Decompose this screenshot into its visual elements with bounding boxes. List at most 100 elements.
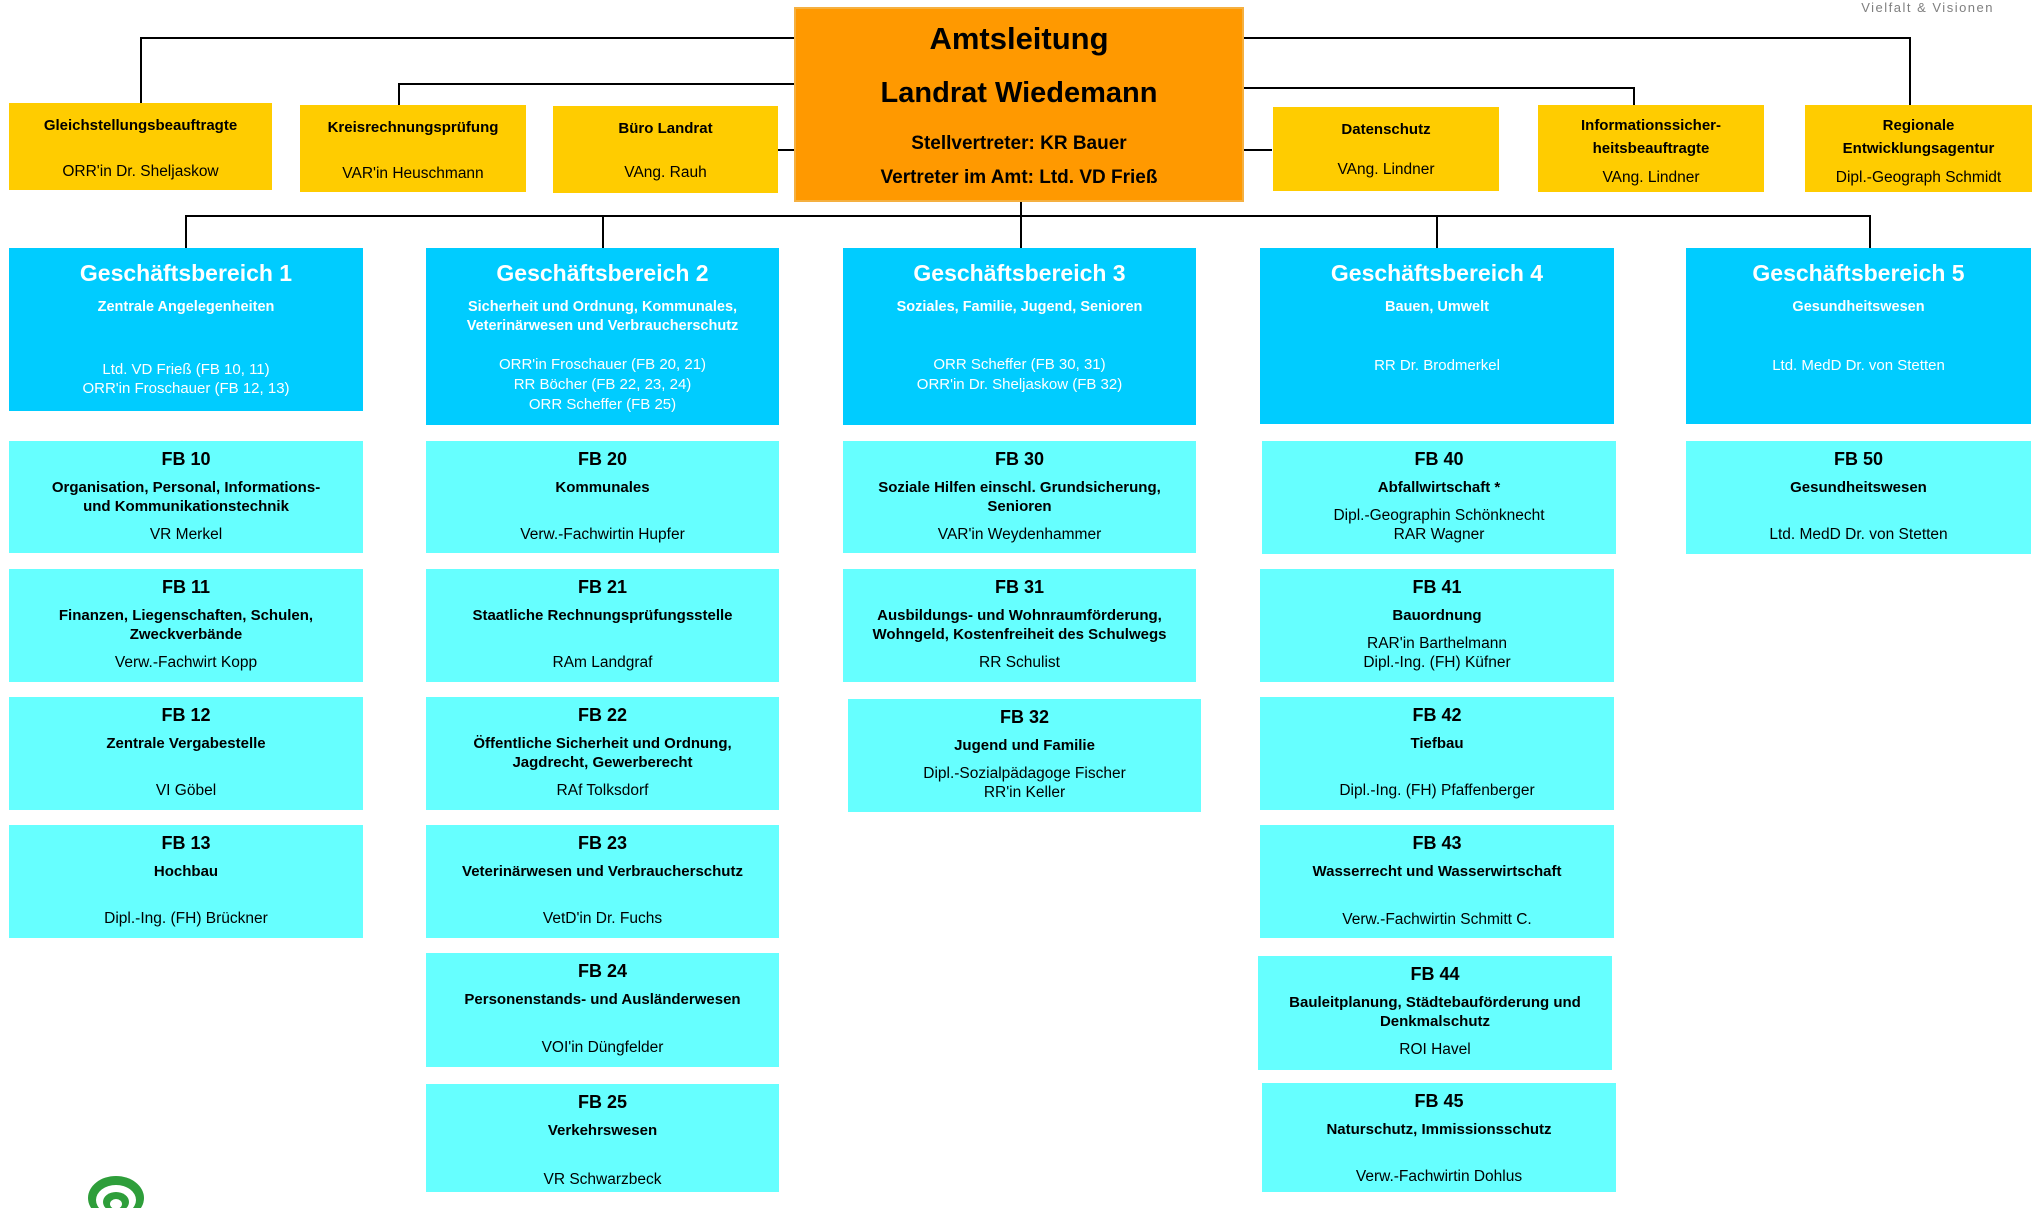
department-code: FB 30 (994, 449, 1045, 469)
department-code: FB 20 (577, 449, 628, 469)
department-name: Senioren (987, 498, 1052, 515)
department-name: Wasserrecht und Wasserwirtschaft (1312, 863, 1562, 880)
department-code: FB 42 (1412, 705, 1462, 725)
division-subtitle: Gesundheitswesen (1792, 299, 1925, 315)
department-name: Denkmalschutz (1379, 1013, 1491, 1030)
division-person: ORR'in Froschauer (FB 12, 13) (82, 380, 290, 397)
department-name: Ausbildungs- und Wohnraumförderung, (877, 607, 1162, 624)
department-name: Finanzen, Liegenschaften, Schulen, (58, 607, 314, 624)
division-person: Ltd. VD Frieß (FB 10, 11) (102, 361, 270, 378)
division-person: ORR'in Froschauer (FB 20, 21) (498, 356, 707, 373)
staff-person: VAng. Rauh (624, 164, 707, 181)
department-box-fb24: FB 24 Personenstands- und Ausländerwesen… (426, 953, 779, 1067)
department-box-fb25: FB 25 Verkehrswesen VR Schwarzbeck (426, 1084, 779, 1192)
department-name: Bauleitplanung, Städtebauförderung und (1289, 994, 1581, 1011)
department-name: Gesundheitswesen (1790, 479, 1927, 496)
department-code: FB 50 (1833, 449, 1884, 469)
division-person: RR Dr. Brodmerkel (1374, 357, 1500, 374)
staff-title: Kreisrechnungsprüfung (327, 119, 499, 136)
division-box-5: Geschäftsbereich 5 Gesundheitswesen Ltd.… (1686, 248, 2031, 424)
department-name: Bauordnung (1392, 607, 1482, 624)
head-deputy: Stellvertreter: KR Bauer (911, 133, 1127, 154)
department-person: Ltd. MedD Dr. von Stetten (1769, 526, 1948, 543)
department-person: ROI Havel (1399, 1041, 1471, 1058)
department-person: VR Schwarzbeck (543, 1171, 662, 1188)
department-person: RR Schulist (979, 654, 1060, 671)
department-box-fb11: FB 11 Finanzen, Liegenschaften, Schulen,… (9, 569, 363, 682)
department-name: Naturschutz, Immissionsschutz (1326, 1121, 1552, 1138)
department-name: Tiefbau (1410, 735, 1464, 752)
department-code: FB 21 (577, 577, 628, 597)
division-person: RR Böcher (FB 22, 23, 24) (513, 376, 692, 393)
department-code: FB 41 (1412, 577, 1462, 597)
department-box-fb23: FB 23 Veterinärwesen und Verbraucherschu… (426, 825, 779, 938)
department-code: FB 25 (577, 1092, 628, 1112)
department-person: VetD'in Dr. Fuchs (542, 910, 663, 927)
staff-box-kreisrechnungspruefung: Kreisrechnungsprüfung VAR'in Heuschmann (300, 105, 526, 192)
staff-title: Büro Landrat (618, 120, 713, 137)
department-name: Veterinärwesen und Verbraucherschutz (462, 863, 743, 880)
division-subtitle: Soziales, Familie, Jugend, Senioren (896, 299, 1143, 315)
department-code: FB 45 (1414, 1091, 1464, 1111)
logo-icon (88, 1176, 144, 1208)
department-person: Dipl.-Geographin Schönknecht (1333, 507, 1545, 524)
department-box-fb31: FB 31 Ausbildungs- und Wohnraumförderung… (843, 569, 1196, 682)
department-code: FB 12 (161, 705, 211, 725)
division-title: Geschäftsbereich 1 (79, 260, 293, 286)
department-name: Soziale Hilfen einschl. Grundsicherung, (878, 479, 1161, 496)
department-box-fb21: FB 21 Staatliche Rechnungsprüfungsstelle… (426, 569, 779, 682)
staff-box-buero-landrat: Büro Landrat VAng. Rauh (553, 106, 778, 193)
staff-box-informationssicherheit: Informationssicher- heitsbeauftragte VAn… (1538, 105, 1764, 192)
department-person: Dipl.-Ing. (FH) Brückner (104, 910, 268, 927)
department-code: FB 13 (161, 833, 211, 853)
staff-title-line2: Entwicklungsagentur (1842, 140, 1995, 157)
department-name: Kommunales (555, 479, 650, 496)
head-name: Landrat Wiedemann (880, 77, 1158, 109)
division-title: Geschäftsbereich 5 (1752, 260, 1965, 286)
header-tagline: Vielfalt & Visionen (1861, 0, 1994, 15)
department-person: RAR Wagner (1393, 526, 1485, 543)
department-person: VOI'in Düngfelder (541, 1039, 664, 1056)
department-person: Dipl.-Ing. (FH) Küfner (1363, 654, 1511, 671)
department-name: Hochbau (153, 863, 219, 880)
staff-title: Datenschutz (1341, 121, 1431, 138)
department-name: Jagdrecht, Gewerberecht (512, 754, 693, 771)
department-code: FB 44 (1410, 964, 1460, 984)
staff-person: ORR'in Dr. Sheljaskow (62, 163, 219, 180)
department-code: FB 22 (577, 705, 628, 725)
department-code: FB 32 (999, 707, 1050, 727)
department-box-fb10: FB 10 Organisation, Personal, Informatio… (9, 441, 363, 553)
department-person: RAf Tolksdorf (556, 782, 649, 799)
division-subtitle: Bauen, Umwelt (1385, 299, 1489, 315)
department-box-fb42: FB 42 Tiefbau Dipl.-Ing. (FH) Pfaffenber… (1260, 697, 1614, 810)
staff-person: VAng. Lindner (1337, 161, 1435, 178)
division-subtitle: Veterinärwesen und Verbraucherschutz (466, 318, 739, 334)
department-box-fb40: FB 40 Abfallwirtschaft * Dipl.-Geographi… (1262, 441, 1616, 554)
department-code: FB 40 (1414, 449, 1464, 469)
division-person: ORR Scheffer (FB 25) (528, 396, 677, 413)
department-person: Verw.-Fachwirtin Hupfer (520, 526, 685, 543)
department-name: Organisation, Personal, Informations- (51, 479, 321, 496)
department-name: Zweckverbände (129, 626, 243, 643)
department-box-fb50: FB 50 Gesundheitswesen Ltd. MedD Dr. von… (1686, 441, 2031, 554)
division-person: ORR'in Dr. Sheljaskow (FB 32) (916, 376, 1123, 393)
division-box-3: Geschäftsbereich 3 Soziales, Familie, Ju… (843, 248, 1196, 425)
staff-person: Dipl.-Geograph Schmidt (1835, 169, 2002, 186)
department-person: RAm Landgraf (552, 654, 653, 671)
department-person: VAR'in Weydenhammer (937, 526, 1102, 543)
department-name: Zentrale Vergabestelle (106, 735, 266, 752)
head-title: Amtsleitung (929, 21, 1109, 56)
department-name: Öffentliche Sicherheit und Ordnung, (473, 735, 732, 752)
division-box-1: Geschäftsbereich 1 Zentrale Angelegenhei… (9, 248, 363, 411)
department-person: Verw.-Fachwirtin Dohlus (1355, 1168, 1523, 1185)
department-name: Abfallwirtschaft * (1377, 479, 1501, 496)
department-box-fb41: FB 41 Bauordnung RAR'in Barthelmann Dipl… (1260, 569, 1614, 682)
department-person: Verw.-Fachwirtin Schmitt C. (1342, 911, 1532, 928)
department-name: Staatliche Rechnungsprüfungsstelle (472, 607, 733, 624)
staff-person: VAR'in Heuschmann (342, 165, 484, 182)
division-subtitle: Zentrale Angelegenheiten (97, 299, 275, 315)
department-person: Dipl.-Ing. (FH) Pfaffenberger (1339, 782, 1535, 799)
head-box: Amtsleitung Landrat Wiedemann Stellvertr… (794, 7, 1244, 202)
department-person: RAR'in Barthelmann (1367, 635, 1507, 652)
staff-box-entwicklungsagentur: Regionale Entwicklungsagentur Dipl.-Geog… (1805, 105, 2032, 192)
